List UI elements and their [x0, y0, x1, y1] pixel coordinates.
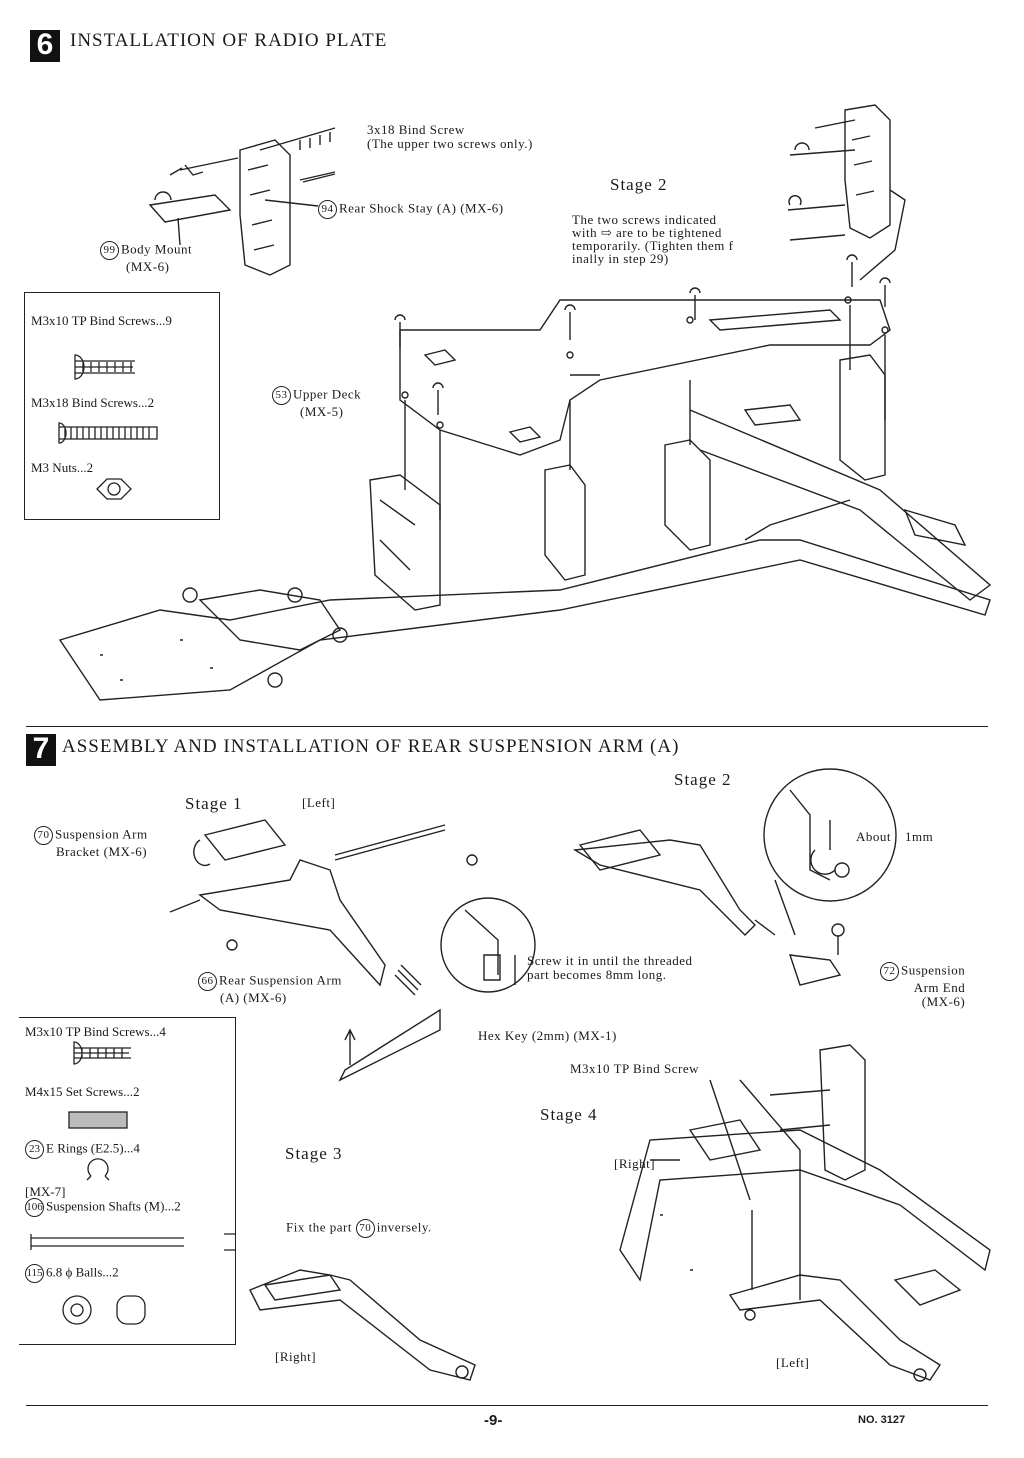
bracket-label: Suspension Arm: [55, 826, 148, 842]
tp-bind-screw-icon: [58, 354, 158, 500]
bind-screw-note: (The upper two screws only.): [367, 136, 533, 151]
step-6-parts-list: M3x10 TP Bind Screws...9 M3x18 Bind Scre…: [24, 292, 220, 520]
stage-3-arm: [249, 1269, 476, 1381]
rear-shock-stay-left: [148, 127, 336, 276]
part-number-badge: 53: [272, 386, 291, 405]
step-6-title: INSTALLATION OF RADIO PLATE: [70, 30, 388, 51]
stage-2-note: The two screws indicated with ⇨ are to b…: [572, 213, 733, 265]
step-7-parts-list: M3x10 TP Bind Screws...4 M4x15 Set Screw…: [19, 1017, 236, 1345]
part-number-badge: 70: [355, 1219, 375, 1238]
parts-item: M4x15 Set Screws...2: [25, 1084, 140, 1099]
screw-depth-line: part becomes 8mm long.: [527, 967, 667, 982]
part-number-badge: 106: [25, 1198, 44, 1217]
parts-item-prefix: [MX-7]: [25, 1184, 66, 1199]
parts-item-name: E Rings (E2.5)...4: [46, 1140, 140, 1156]
part-number-badge: 94: [318, 200, 337, 219]
note-line: temporarily. (Tighten them f: [572, 238, 734, 253]
rear-shock-stay-label: Rear Shock Stay (A) (MX-6): [339, 200, 504, 216]
step-6-number: 6: [30, 30, 60, 62]
part-number-badge: 23: [25, 1140, 44, 1159]
document-number: NO. 3127: [858, 1414, 906, 1426]
upper-deck-plate: [399, 296, 891, 456]
stage-1-arm: [169, 819, 478, 1082]
parts-item: M3x10 TP Bind Screws...4: [25, 1024, 166, 1039]
screw-depth-line: Screw it in until the threaded: [527, 953, 693, 968]
section-divider: [26, 726, 988, 727]
page-number: -9-: [484, 1412, 503, 1429]
part-number-badge: 66: [198, 972, 217, 991]
upper-deck-code: (MX-5): [300, 404, 344, 419]
clearance-label-a: About: [856, 829, 891, 844]
step-7-stage-3-title: Stage 3: [285, 1144, 343, 1163]
note-line: The two screws indicated: [572, 212, 717, 227]
upper-deck-label: Upper Deck: [293, 386, 362, 402]
stage-1-side-label: [Left]: [302, 795, 336, 810]
part-number-badge: 99: [100, 241, 119, 260]
arm-end-code: (MX-6): [921, 994, 966, 1009]
step-6-stage-2-title: Stage 2: [610, 175, 668, 194]
step-7-title: ASSEMBLY AND INSTALLATION OF REAR SUSPEN…: [62, 736, 680, 757]
step-7-number: 7: [26, 734, 56, 766]
part-number-badge: 70: [34, 826, 53, 845]
step-7-stage-1-title: Stage 1: [185, 794, 243, 813]
arm-end-label-2: Arm End: [913, 980, 966, 995]
footer-divider: [26, 1405, 988, 1406]
stage-4-right-label: [Right]: [614, 1156, 656, 1171]
screw-depth-note: Screw it in until the threaded part beco…: [527, 954, 693, 982]
body-mount-label: Body Mount: [121, 241, 193, 257]
arm-label: Rear Suspension Arm: [219, 972, 342, 988]
clearance-label-b: 1mm: [905, 829, 934, 844]
bind-screw-callout: 3x18 Bind Screw (The upper two screws on…: [367, 123, 533, 151]
part-number-badge: 72: [880, 962, 899, 981]
fix-note-text: Fix the part: [286, 1219, 352, 1235]
stage-3-side-label: [Right]: [275, 1349, 317, 1364]
arm-code: (A) (MX-6): [220, 990, 287, 1005]
main-chassis: [58, 404, 992, 701]
bracket-code: Bracket (MX-6): [56, 844, 148, 859]
arm-end-label: Suspension: [901, 962, 966, 978]
stage-2-arm: [572, 829, 845, 986]
guide-lines: [404, 305, 886, 520]
stage-4-screw-label: M3x10 TP Bind Screw: [570, 1061, 700, 1076]
parts-item: M3x18 Bind Screws...2: [31, 395, 155, 410]
parts-item: M3 Nuts...2: [31, 460, 94, 475]
parts-item: M3x10 TP Bind Screws...9: [31, 313, 172, 328]
stage-2-detail-zoom: [763, 768, 897, 902]
part-number-badge: 115: [25, 1264, 44, 1283]
hex-key-label: Hex Key (2mm) (MX-1): [478, 1028, 617, 1043]
stage-4-assembly: [619, 1044, 991, 1382]
stage-4-left-label: [Left]: [776, 1355, 810, 1370]
deck-screws: [394, 254, 891, 415]
parts-icons: [30, 1041, 235, 1325]
rear-shock-stay-right: [787, 104, 906, 281]
fix-note-text-2: inversely.: [376, 1219, 432, 1235]
body-mount-code: (MX-6): [126, 259, 170, 274]
step-7-stage-4-title: Stage 4: [540, 1105, 598, 1124]
stage-1-detail-zoom: [440, 897, 536, 993]
parts-item-name: 6.8 ϕ Balls...2: [46, 1264, 119, 1280]
bind-screw-label: 3x18 Bind Screw: [367, 122, 465, 137]
step-7-stage-2-title: Stage 2: [674, 770, 732, 789]
parts-item-name: Suspension Shafts (M)...2: [46, 1198, 181, 1214]
note-line: with ⇨ are to be tightened: [572, 225, 722, 240]
note-line: inally in step 29): [572, 251, 669, 266]
